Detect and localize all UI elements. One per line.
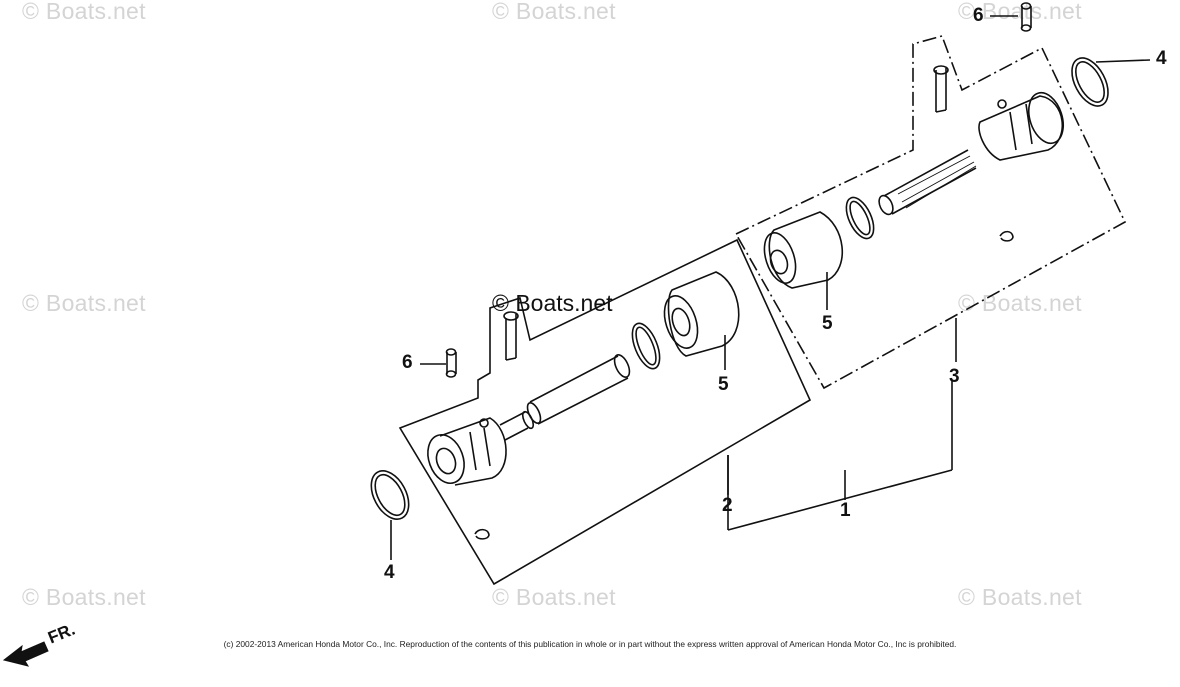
- left-yoke-body: [439, 417, 507, 486]
- callout-4: 4: [384, 562, 395, 583]
- watermark: © Boats.net: [492, 0, 616, 24]
- leader-4-right: [1095, 59, 1151, 63]
- watermark: © Boats.net: [492, 584, 616, 610]
- callout-6: 6: [973, 5, 984, 26]
- watermark: © Boats.net: [22, 584, 146, 610]
- left-yoke-face: [427, 433, 465, 485]
- right-yoke-body: [978, 95, 1063, 161]
- right-boot: [768, 211, 843, 289]
- watermark: © Boats.net: [22, 290, 146, 316]
- left-bolt: [505, 314, 517, 361]
- copyright-notice: (c) 2002-2013 American Honda Motor Co., …: [223, 639, 957, 649]
- right-clamp: [1071, 57, 1109, 107]
- left-yoke-bore: [435, 447, 457, 475]
- left-pin: [446, 352, 457, 374]
- right-splined-shaft: [883, 149, 977, 215]
- right-o-ring: [845, 196, 875, 240]
- callout-1: 1: [840, 500, 851, 521]
- watermark: © Boats.net: [958, 0, 1082, 24]
- callout-5: 5: [822, 313, 833, 334]
- watermark: © Boats.net: [958, 584, 1082, 610]
- watermark: © Boats.net: [22, 0, 146, 24]
- frame-part-3: [734, 35, 1127, 390]
- callout-5: 5: [718, 374, 729, 395]
- left-boot: [667, 271, 740, 357]
- left-clamp: [370, 470, 410, 520]
- callout-2: 2: [722, 495, 733, 516]
- callout-6: 6: [402, 352, 413, 373]
- left-shaft-neck: [499, 411, 529, 441]
- callout-3: 3: [949, 366, 960, 387]
- callout-4: 4: [1156, 48, 1167, 69]
- left-clip: [474, 528, 490, 540]
- left-o-ring: [631, 322, 661, 370]
- right-clip: [999, 230, 1014, 242]
- right-bolt: [935, 68, 947, 113]
- left-shaft-tube: [529, 355, 629, 425]
- frame-part-2: [398, 238, 812, 586]
- front-arrow-icon: [2, 641, 49, 667]
- right-pin: [1021, 6, 1032, 28]
